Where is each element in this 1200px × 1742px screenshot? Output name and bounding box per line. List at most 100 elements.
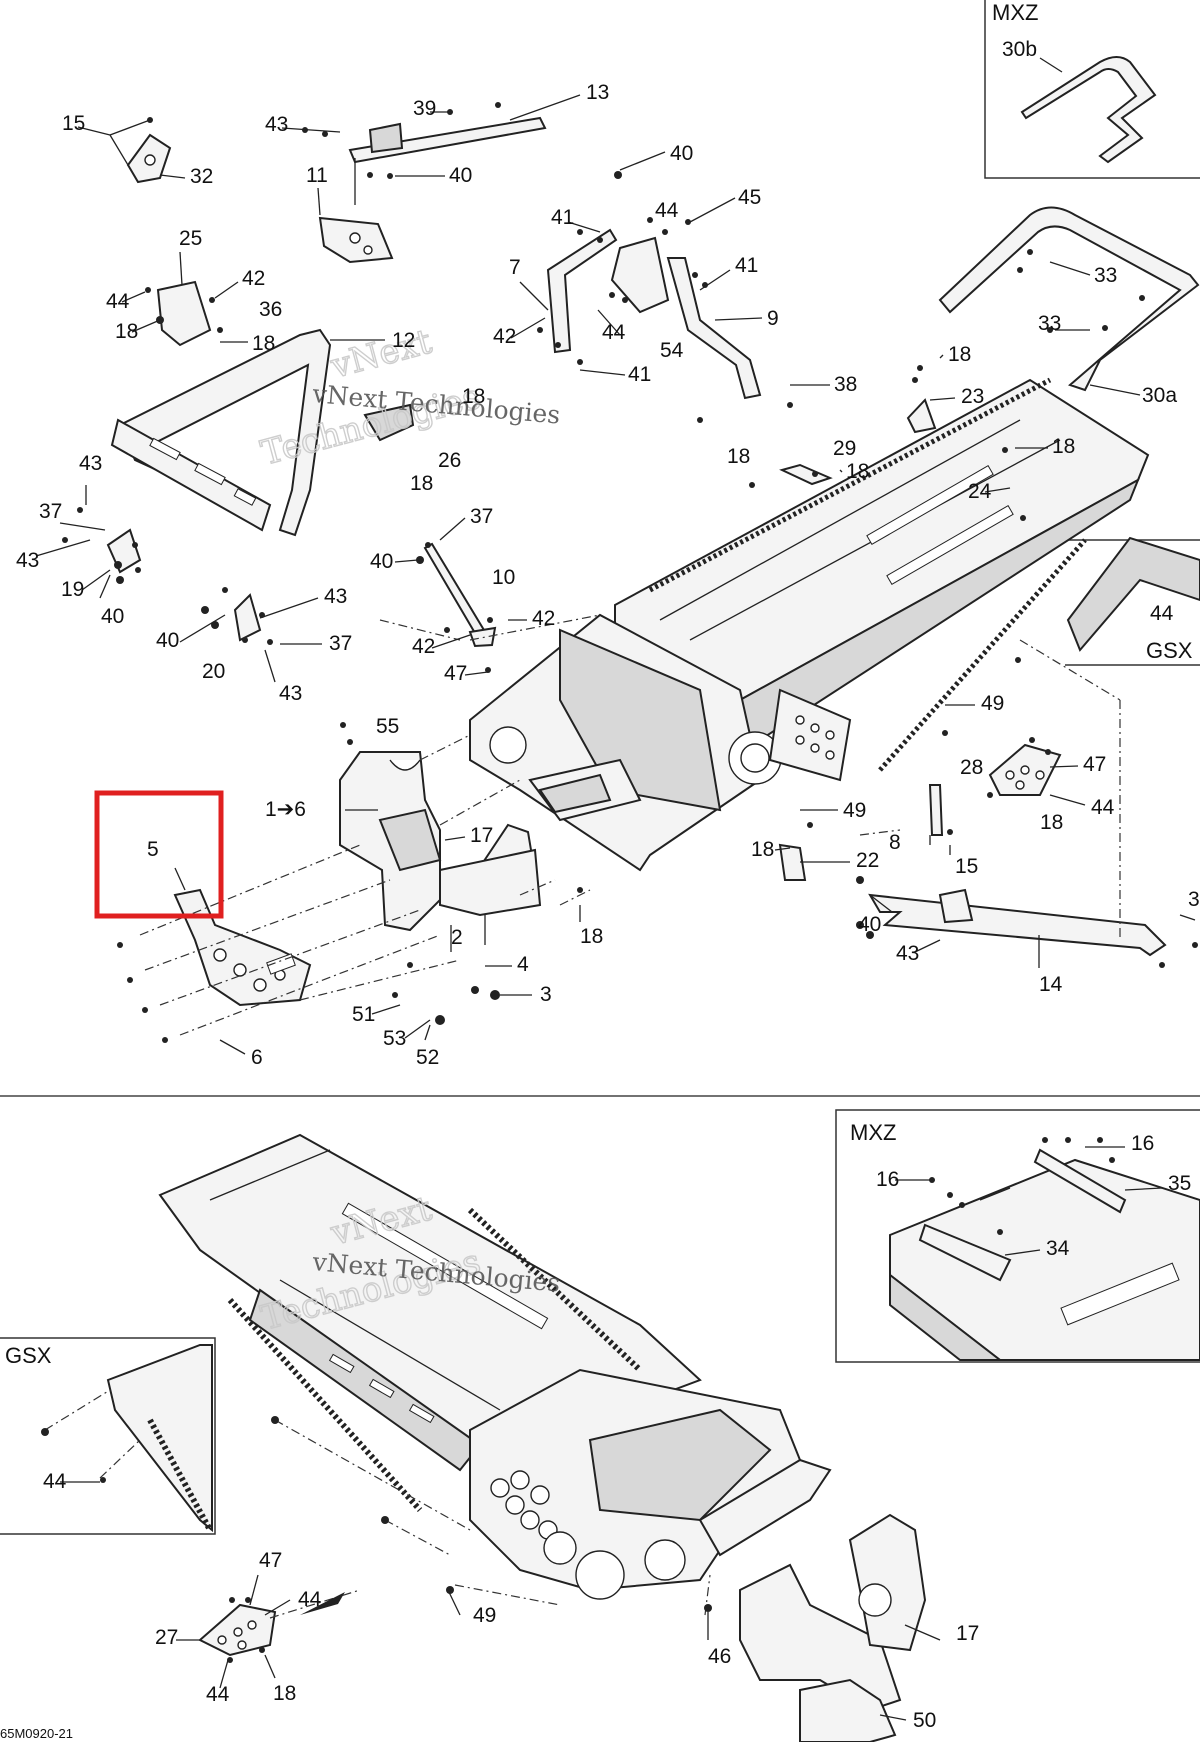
callout-17: 17 [470,824,493,847]
callout-22: 22 [856,849,879,872]
callout-41: 41 [551,206,574,229]
callout-28: 28 [960,756,983,779]
callout-25: 25 [179,227,202,250]
callout-26: 26 [438,449,461,472]
bar-8 [928,784,944,836]
support-17-bottom [739,1563,902,1712]
callout-45: 45 [738,186,761,209]
callout-40: 40 [858,913,881,936]
callout-33: 33 [1038,312,1061,335]
callout-40: 40 [670,142,693,165]
callout-10: 10 [492,566,515,589]
callout-37: 37 [329,632,352,655]
callout-37: 37 [470,505,493,528]
callout-34: 34 [1046,1237,1070,1260]
callout-46: 46 [708,1645,731,1668]
inset-title: MXZ [992,0,1038,25]
callout-51: 51 [352,1003,375,1026]
callout-35: 35 [1168,1172,1191,1195]
chassis-bottom-view [158,1133,832,1600]
fasteners-bottom [227,1137,1115,1663]
bracket-54 [610,236,670,314]
inset-title: GSX [5,1343,52,1368]
callout-15: 15 [955,855,978,878]
callout-4: 4 [517,953,529,976]
callout-36: 36 [259,298,282,321]
bracket-19 [106,528,142,574]
callout-32: 32 [190,165,213,188]
callout-44: 44 [43,1470,67,1493]
callout-30a: 30a [1142,384,1177,407]
callout-6: 6 [251,1046,263,1069]
callout-15: 15 [62,112,85,135]
bracket-23 [906,398,937,434]
callout-43: 43 [279,682,302,705]
callout-52: 52 [416,1046,439,1069]
callout-5: 5 [147,838,159,861]
callout-8: 8 [889,831,901,854]
bracket-29 [779,463,833,486]
bracket-7 [546,228,618,354]
inset-title: MXZ [850,1120,896,1145]
callout-18: 18 [252,332,275,355]
callout-43: 43 [324,585,347,608]
handle-loop-30b [1020,56,1157,164]
fasteners-top [62,102,1198,1043]
callout-37: 37 [39,500,62,523]
callout-55: 55 [376,715,399,738]
callout-18: 18 [115,320,138,343]
callout-44: 44 [1091,796,1115,819]
callout-14: 14 [1039,973,1063,996]
chassis-tunnel [469,377,1150,872]
callout-18: 18 [1052,435,1075,458]
callout-47: 47 [259,1549,282,1572]
callout-44: 44 [106,290,130,313]
callout-11: 11 [306,164,328,187]
callout-43: 43 [896,942,919,965]
callout-20: 20 [202,660,225,683]
callout-18: 18 [580,925,603,948]
drawing-code: 65M0920-21 [0,1726,73,1741]
callout-18: 18 [410,472,433,495]
bracket-25 [156,280,212,347]
highlight-box [94,790,224,919]
callout-44: 44 [655,199,679,222]
callout-18: 18 [948,343,971,366]
inset-part-label: 30b [1002,38,1037,61]
callout-54: 54 [660,339,684,362]
callout-7: 7 [509,256,521,279]
callout-49: 49 [981,692,1004,715]
callout-16: 1➔6 [265,798,306,821]
callout-40: 40 [370,550,393,573]
callout-40: 40 [156,629,179,652]
callout-3: 3 [540,983,552,1006]
plate-5-6 [173,888,312,1007]
callout-50: 50 [913,1709,936,1732]
callout-18: 18 [273,1682,296,1705]
inset-gsx-right: GSX [1065,536,1200,666]
callout-16: 16 [876,1168,899,1191]
callout-40: 40 [449,164,472,187]
callout-42: 42 [242,267,265,290]
callout-42: 42 [412,635,435,658]
callout-2: 2 [451,926,463,949]
inset-title: GSX [1146,638,1193,663]
callout-44: 44 [1150,602,1174,625]
callout-24: 24 [968,480,992,503]
callout-19: 19 [61,578,84,601]
callout-41: 41 [628,363,651,386]
callout-33: 33 [1094,264,1117,287]
leader-lines-bottom [176,1574,941,1721]
callout-9: 9 [767,307,779,330]
callout-18: 18 [846,460,869,483]
callout-49: 49 [843,799,866,822]
callout-18: 18 [727,445,750,468]
bracket-13 [348,116,547,164]
callout-53: 53 [383,1027,406,1050]
callout-44: 44 [602,321,626,344]
plate-50 [799,1678,897,1742]
callout-23: 23 [961,385,984,408]
inset-gsx-left: GSX [0,1337,216,1535]
callout-43: 43 [265,113,288,136]
